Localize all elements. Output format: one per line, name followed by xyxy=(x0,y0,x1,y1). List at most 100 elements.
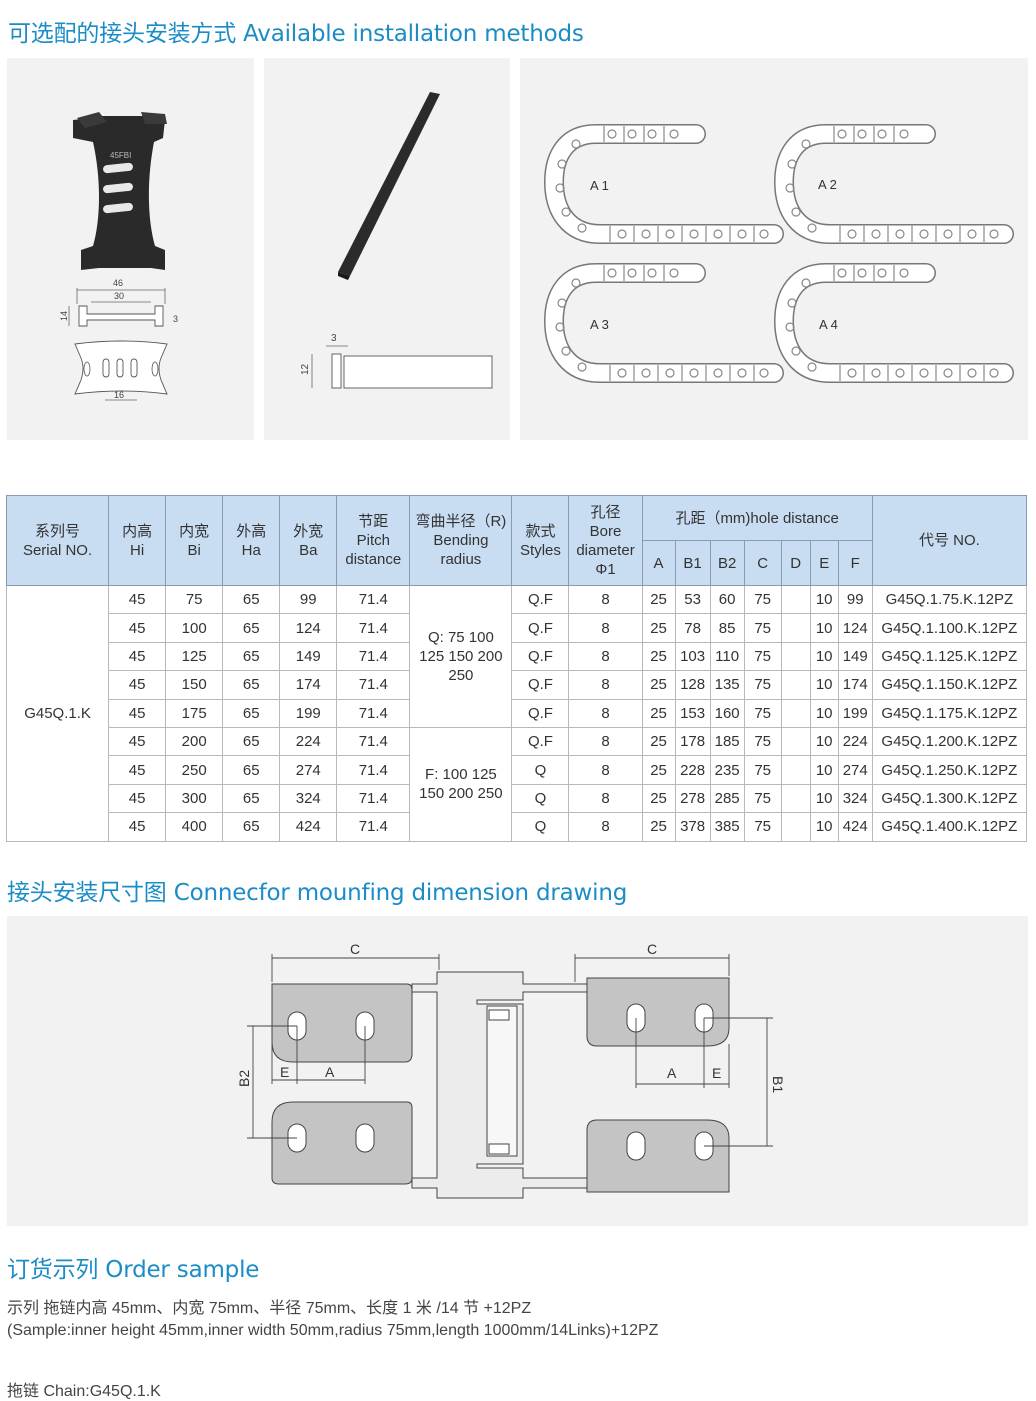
dim-14: 14 xyxy=(59,311,69,321)
method-label-a1: A 1 xyxy=(590,178,609,193)
table-cell: 199 xyxy=(837,698,873,728)
table-cell: 135 xyxy=(709,670,745,700)
table-cell: 25 xyxy=(641,812,676,842)
plate-right-bottom xyxy=(586,1119,730,1193)
table-cell: 25 xyxy=(641,584,676,615)
th-hole-distance: 孔距（mm)hole distance xyxy=(641,495,873,541)
table-cell: 150 xyxy=(165,670,224,700)
table-cell: 85 xyxy=(709,613,745,643)
table-cell: Q xyxy=(511,812,570,842)
table-cell: 8 xyxy=(568,613,643,643)
table-cell: 71.4 xyxy=(336,755,411,785)
table-cell: 10 xyxy=(809,726,839,757)
table-cell: 274 xyxy=(837,755,873,785)
dim-bar-12: 12 xyxy=(300,363,311,375)
table-cell: 149 xyxy=(837,641,873,672)
table-cell: 250 xyxy=(165,755,224,785)
table-cell: 178 xyxy=(674,726,711,757)
method-a1 xyxy=(554,126,774,242)
table-cell: Q.F xyxy=(511,641,570,672)
methods-drawing: A 1 A 2 A 3 A 4 xyxy=(520,58,1028,440)
table-cell: 324 xyxy=(279,783,338,814)
table-cell: 124 xyxy=(279,613,338,643)
th-code: 代号 NO. xyxy=(871,495,1028,586)
table-cell: 99 xyxy=(279,584,338,615)
table-cell: Q.F xyxy=(511,698,570,728)
table-cell: 25 xyxy=(641,641,676,672)
section-title-install: 可选配的接头安装方式 Available installation method… xyxy=(8,21,584,47)
order-line-1: 示列 拖链内高 45mm、内宽 75mm、半径 75mm、长度 1 米 /14 … xyxy=(7,1300,532,1317)
table-cell: 8 xyxy=(568,670,643,700)
table-cell: 25 xyxy=(641,698,676,728)
table-cell: 8 xyxy=(568,641,643,672)
table-cell: 75 xyxy=(743,641,782,672)
bracket-body xyxy=(73,116,165,270)
serial-cell: G45Q.1.K xyxy=(5,585,110,842)
table-cell xyxy=(780,670,811,700)
table-cell: G45Q.1.75.K.12PZ xyxy=(871,584,1028,615)
table-cell: 424 xyxy=(837,812,873,842)
dim-a-right: A xyxy=(667,1065,677,1081)
table-cell: 71.4 xyxy=(336,783,411,814)
table-cell: 45 xyxy=(108,726,167,757)
table-cell: Q.F xyxy=(511,726,570,757)
table-cell: 65 xyxy=(222,783,281,814)
bracket-model-label: 45FBI xyxy=(110,151,131,160)
table-cell: 53 xyxy=(674,584,711,615)
table-cell: 65 xyxy=(222,812,281,842)
table-cell: 25 xyxy=(641,755,676,785)
table-cell: 99 xyxy=(837,584,873,615)
dim-c-left: C xyxy=(350,941,360,957)
table-cell: 75 xyxy=(743,812,782,842)
table-cell: 71.4 xyxy=(336,726,411,757)
table-cell: 10 xyxy=(809,670,839,700)
dim-b2: B2 xyxy=(236,1070,252,1087)
method-label-a2: A 2 xyxy=(818,177,837,192)
table-cell: 10 xyxy=(809,641,839,672)
bracket-panel: 45FBI 46 30 14 3 16 xyxy=(7,58,254,440)
table-cell: 110 xyxy=(709,641,745,672)
table-cell xyxy=(780,584,811,615)
table-cell: 185 xyxy=(709,726,745,757)
dim-b1: B1 xyxy=(770,1076,786,1093)
table-cell: 45 xyxy=(108,755,167,785)
plate-left-bottom xyxy=(271,1101,413,1185)
table-cell: 25 xyxy=(641,726,676,757)
table-cell: 71.4 xyxy=(336,670,411,700)
table-cell: 45 xyxy=(108,812,167,842)
table-cell xyxy=(780,783,811,814)
table-cell: 274 xyxy=(279,755,338,785)
dim-16: 16 xyxy=(114,390,124,400)
table-cell: G45Q.1.175.K.12PZ xyxy=(871,698,1028,728)
table-cell: 65 xyxy=(222,584,281,615)
table-cell: 75 xyxy=(743,670,782,700)
table-cell: Q.F xyxy=(511,613,570,643)
table-cell: 75 xyxy=(743,755,782,785)
table-cell xyxy=(780,698,811,728)
plate-right-top xyxy=(586,977,730,1047)
table-cell: 200 xyxy=(165,726,224,757)
table-cell xyxy=(780,812,811,842)
table-cell: 199 xyxy=(279,698,338,728)
table-cell: 228 xyxy=(674,755,711,785)
th-f: F xyxy=(837,540,873,586)
table-cell: Q xyxy=(511,755,570,785)
table-cell: 160 xyxy=(709,698,745,728)
table-cell: G45Q.1.200.K.12PZ xyxy=(871,726,1028,757)
table-cell xyxy=(780,613,811,643)
table-cell: 174 xyxy=(837,670,873,700)
method-label-a3: A 3 xyxy=(590,317,609,332)
table-cell: 300 xyxy=(165,783,224,814)
section-title-order: 订货示列 Order sample xyxy=(7,1257,260,1283)
table-cell: 75 xyxy=(743,783,782,814)
table-cell: 45 xyxy=(108,613,167,643)
